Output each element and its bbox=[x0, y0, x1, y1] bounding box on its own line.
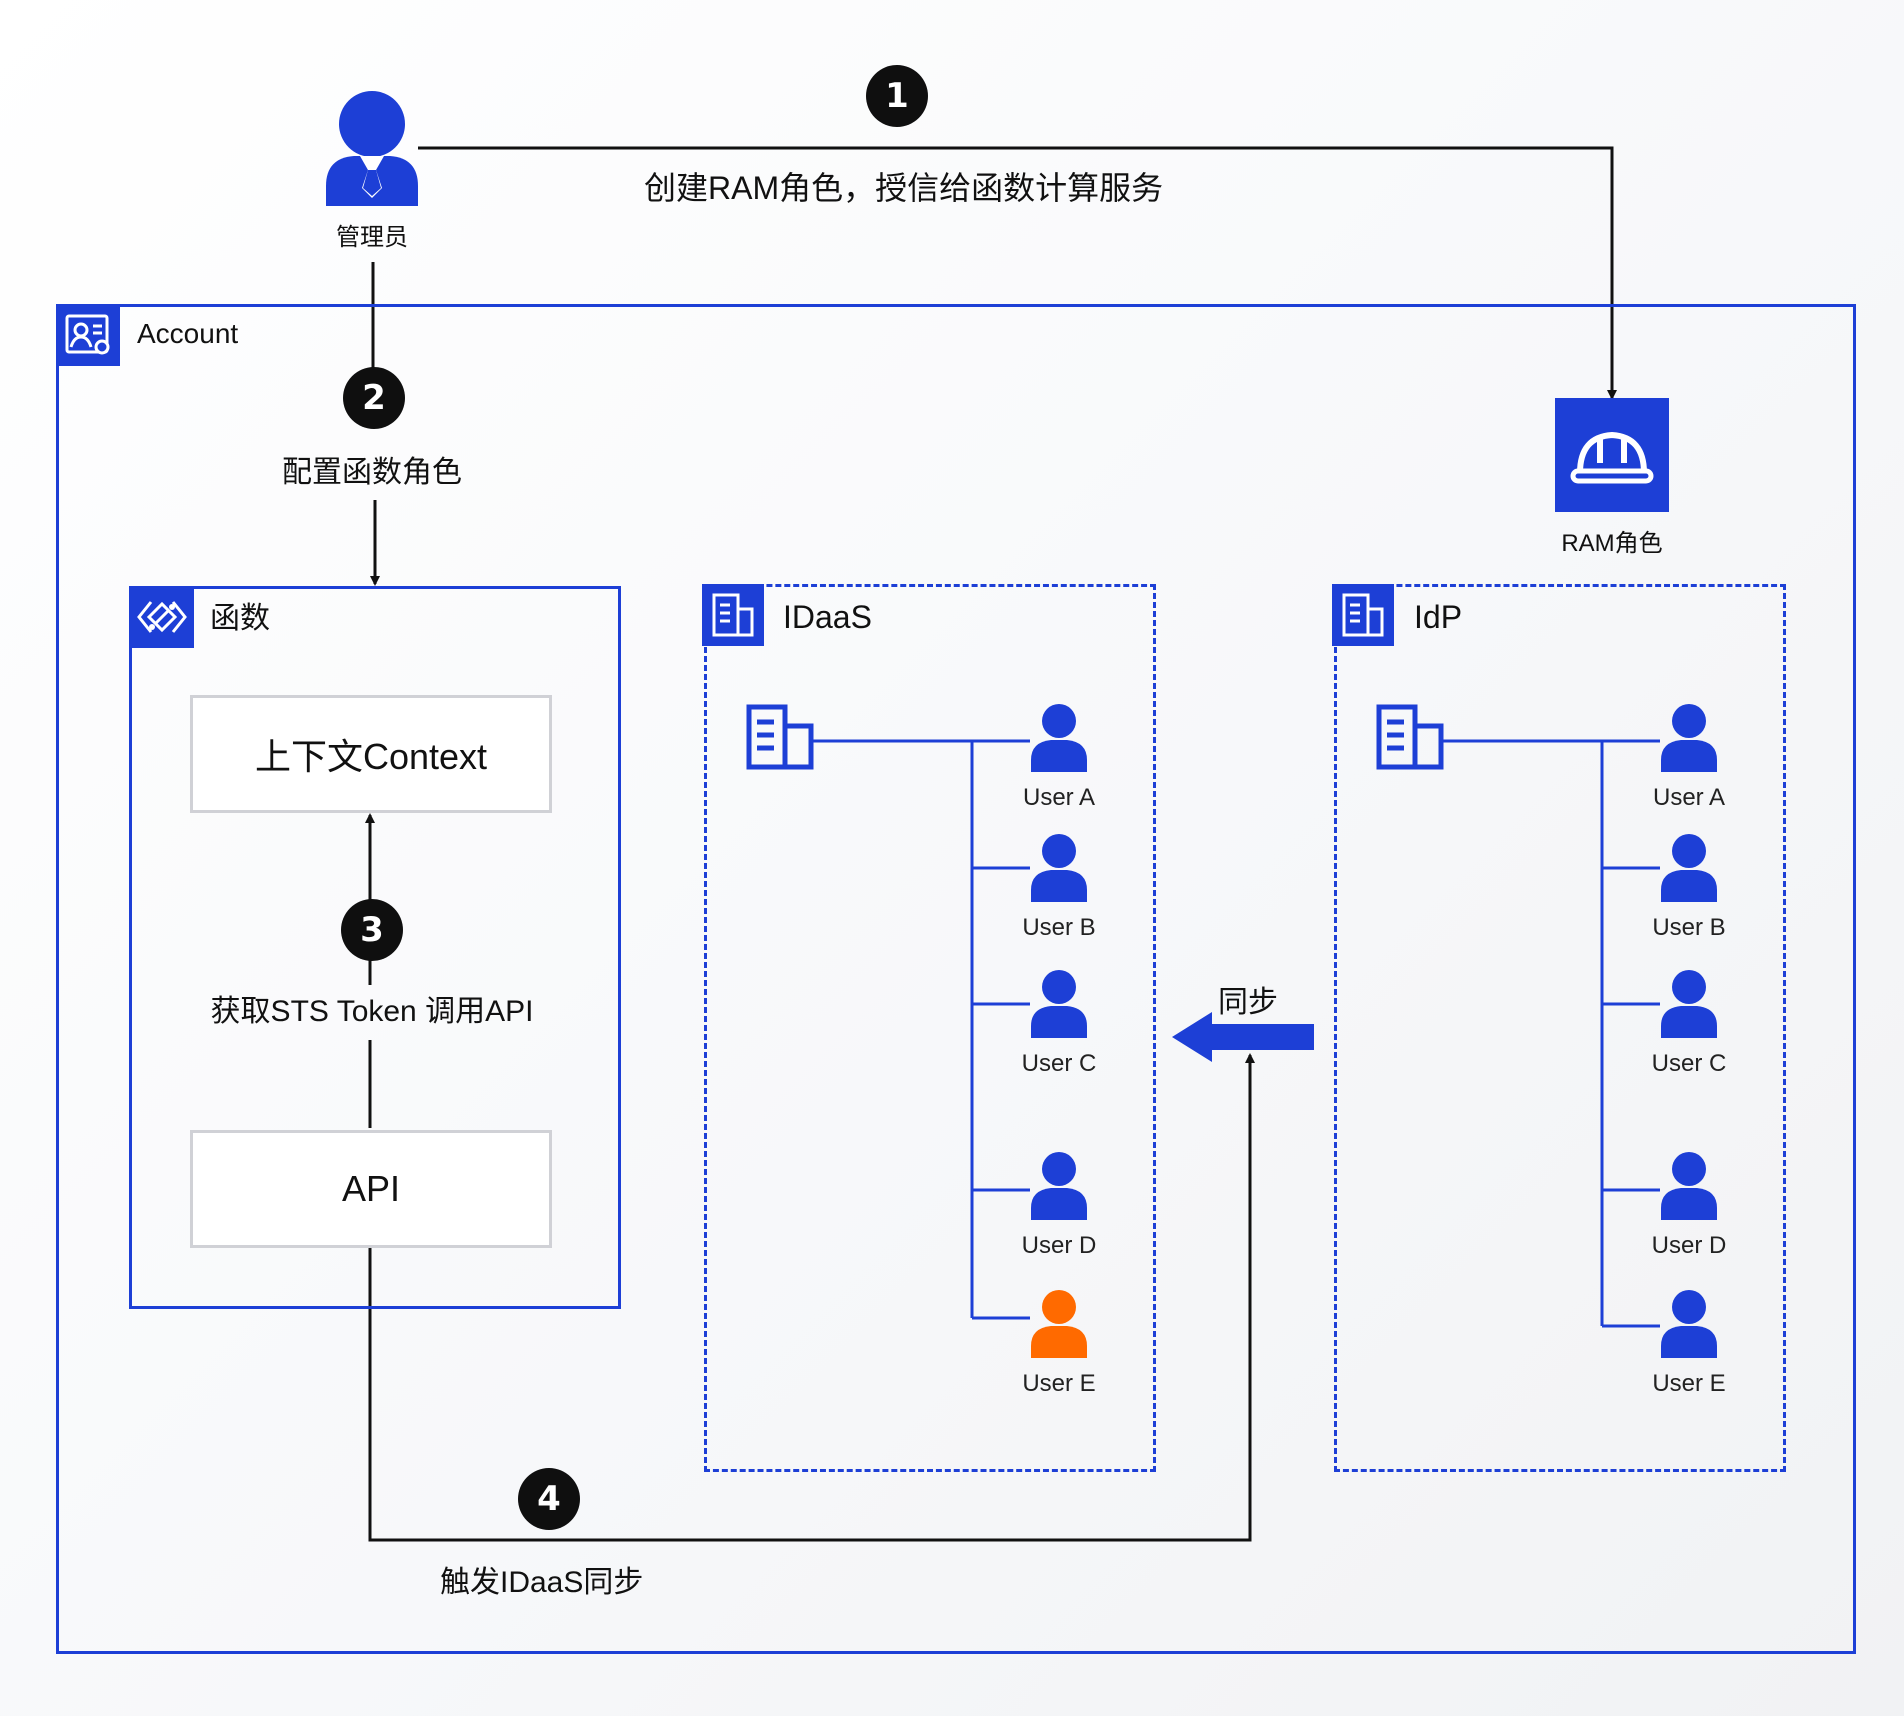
idp-panel-title: IdP bbox=[1414, 599, 1463, 635]
step-3-label: 获取STS Token 调用API bbox=[210, 995, 534, 1028]
ram-role-label: RAM角色 bbox=[1561, 530, 1663, 557]
admin-label: 管理员 bbox=[336, 224, 408, 251]
idaas-user-b: User B bbox=[999, 832, 1119, 942]
sync-arrow bbox=[1172, 1012, 1314, 1062]
idp-panel bbox=[1334, 584, 1786, 1472]
idp-user-e-label: User E bbox=[1652, 1370, 1726, 1397]
link-step4 bbox=[368, 1053, 1255, 1542]
idp-org-building-icon bbox=[1376, 704, 1444, 770]
idaas-user-c: User C bbox=[999, 968, 1119, 1078]
hard-hat-icon bbox=[1555, 398, 1669, 512]
idp-user-c: User C bbox=[1629, 968, 1749, 1078]
sync-label: 同步 bbox=[1218, 986, 1278, 1019]
idaas-panel-title: IDaaS bbox=[783, 599, 872, 635]
person-icon bbox=[1031, 970, 1087, 1038]
step-3-badge: 3 bbox=[341, 899, 403, 961]
idaas-tree bbox=[812, 739, 1030, 1320]
idp-user-b: User B bbox=[1629, 832, 1749, 942]
account-panel bbox=[56, 304, 1856, 1654]
idp-user-d-label: User D bbox=[1651, 1232, 1727, 1259]
person-icon bbox=[1661, 704, 1717, 772]
idp-user-b-label: User B bbox=[1652, 914, 1726, 941]
step-1-badge: 1 bbox=[866, 65, 928, 127]
step-2-label: 配置函数角色 bbox=[282, 456, 462, 489]
person-icon bbox=[1661, 970, 1717, 1038]
person-icon bbox=[1031, 834, 1087, 902]
step-1-label: 创建RAM角色，授信给函数计算服务 bbox=[644, 170, 1164, 206]
idaas-user-d: User D bbox=[999, 1150, 1119, 1260]
idp-user-c-label: User C bbox=[1651, 1050, 1727, 1077]
idaas-user-d-label: User D bbox=[1021, 1232, 1097, 1259]
idaas-user-e: User E bbox=[999, 1288, 1119, 1398]
function-panel bbox=[129, 586, 621, 1309]
step-2-badge: 2 bbox=[343, 367, 405, 429]
function-panel-title: 函数 bbox=[210, 602, 270, 635]
idp-user-a-label: User A bbox=[1652, 784, 1726, 811]
step-4-badge: 4 bbox=[518, 1468, 580, 1530]
idp-user-e: User E bbox=[1629, 1288, 1749, 1398]
function-compute-icon bbox=[129, 586, 194, 648]
idaas-user-e-label: User E bbox=[1022, 1370, 1096, 1397]
idaas-panel bbox=[704, 584, 1156, 1472]
person-icon bbox=[1661, 1152, 1717, 1220]
admin-icon bbox=[326, 90, 418, 206]
idaas-building-icon bbox=[702, 584, 764, 646]
api-box: API bbox=[190, 1130, 552, 1248]
link-step1 bbox=[418, 146, 1617, 400]
step-4-label: 触发IDaaS同步 bbox=[440, 1566, 644, 1599]
idp-building-icon bbox=[1332, 584, 1394, 646]
context-box: 上下文Context bbox=[190, 695, 552, 813]
idaas-user-b-label: User B bbox=[1022, 914, 1096, 941]
idaas-user-a: User A bbox=[999, 702, 1119, 812]
idp-user-d: User D bbox=[1629, 1150, 1749, 1260]
account-management-icon bbox=[56, 304, 120, 366]
person-icon bbox=[1661, 834, 1717, 902]
idp-user-a: User A bbox=[1629, 702, 1749, 812]
idaas-user-a-label: User A bbox=[1022, 784, 1096, 811]
person-icon bbox=[1661, 1290, 1717, 1358]
idp-tree bbox=[1443, 739, 1660, 1328]
person-icon bbox=[1031, 1152, 1087, 1220]
account-label: Account bbox=[137, 318, 239, 349]
person-icon bbox=[1031, 1290, 1087, 1358]
person-icon bbox=[1031, 704, 1087, 772]
idaas-org-building-icon bbox=[746, 704, 814, 770]
idaas-user-c-label: User C bbox=[1021, 1050, 1097, 1077]
